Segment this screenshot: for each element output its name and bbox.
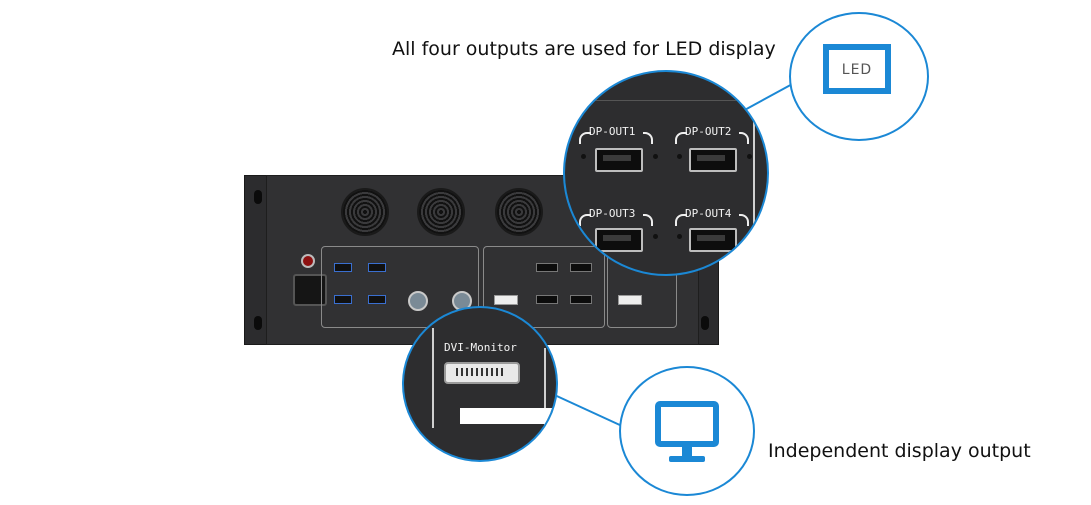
panel-divider	[432, 328, 434, 428]
dp-port	[536, 295, 558, 304]
dp-out2-label: DP-OUT2	[685, 125, 732, 138]
power-lamp	[301, 254, 315, 268]
callout-line-monitor	[547, 391, 623, 427]
control-panel-section	[321, 246, 479, 328]
audio-connector	[408, 291, 428, 311]
dp-out2-port	[689, 148, 737, 172]
dp-out4-port	[689, 228, 737, 252]
usb-port	[334, 263, 352, 272]
dvi-monitor-label: DVI-Monitor	[444, 341, 517, 354]
fan-icon	[417, 188, 465, 236]
panel-divider	[565, 100, 767, 101]
dp-out1-label: DP-OUT1	[589, 125, 636, 138]
dp-port	[536, 263, 558, 272]
dp-port	[570, 295, 592, 304]
output-panel-section	[483, 246, 605, 328]
led-icon-text: LED	[841, 62, 873, 78]
dvi-port	[494, 295, 518, 305]
zoom-dvi-monitor: DVI-Monitor	[402, 306, 558, 462]
dvi-monitor-port	[444, 362, 520, 384]
dvi-port	[618, 295, 642, 305]
led-display-icon-badge: LED	[789, 12, 929, 141]
panel-divider	[753, 102, 755, 274]
dp-port	[570, 263, 592, 272]
dp-out1-port	[595, 148, 643, 172]
panel-divider	[544, 348, 546, 428]
panel-label-strip	[460, 408, 556, 424]
monitor-icon-badge	[619, 366, 755, 496]
usb-port	[334, 295, 352, 304]
usb-port	[368, 263, 386, 272]
usb-port	[368, 295, 386, 304]
caption-independent-output: Independent display output	[768, 440, 1031, 462]
led-display-icon: LED	[823, 44, 891, 94]
dp-out4-label: DP-OUT4	[685, 207, 732, 220]
zoom-dp-outputs: DP-OUT1 DP-OUT2 DP-OUT3 DP-OUT4	[563, 70, 769, 276]
fan-icon	[495, 188, 543, 236]
dp-out3-label: DP-OUT3	[589, 207, 636, 220]
monitor-icon	[655, 401, 719, 447]
dp-out3-port	[595, 228, 643, 252]
fan-icon	[341, 188, 389, 236]
caption-led-outputs: All four outputs are used for LED displa…	[392, 38, 776, 60]
